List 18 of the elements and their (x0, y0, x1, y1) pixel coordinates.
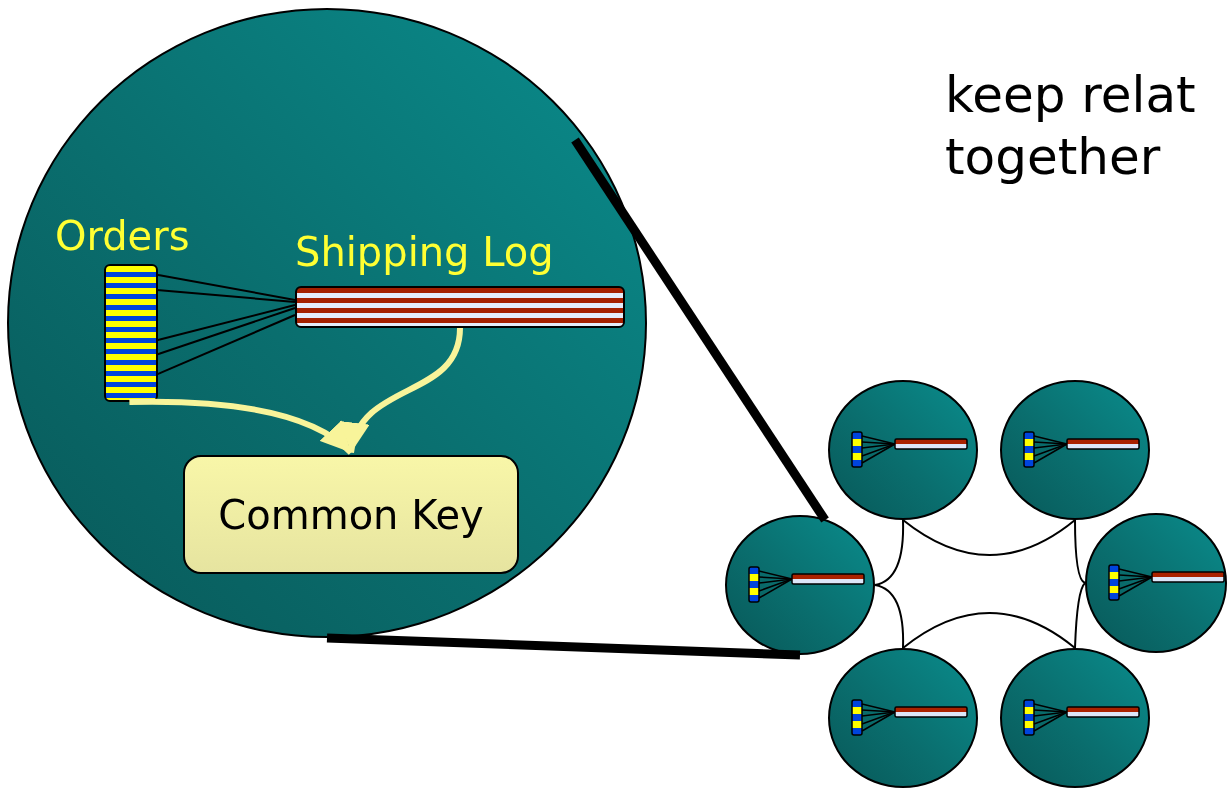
link-line (902, 519, 1076, 556)
link-line (156, 304, 296, 342)
link-line (1074, 519, 1086, 584)
table-name: Shipping Log (295, 228, 554, 276)
link-line (156, 288, 296, 303)
link-line (874, 584, 905, 649)
key-box: Common Key (183, 455, 519, 574)
link-line (156, 307, 296, 356)
link-line (156, 273, 296, 301)
link-line (902, 612, 1076, 649)
link-line (156, 314, 296, 376)
table-name: Orders (55, 212, 190, 260)
link-line (1074, 582, 1086, 649)
link-line (874, 519, 905, 586)
zoom-line (326, 633, 801, 660)
zoom-line (571, 137, 829, 523)
curved-arrow (343, 327, 463, 454)
note-text: keep relat together (945, 65, 1197, 188)
